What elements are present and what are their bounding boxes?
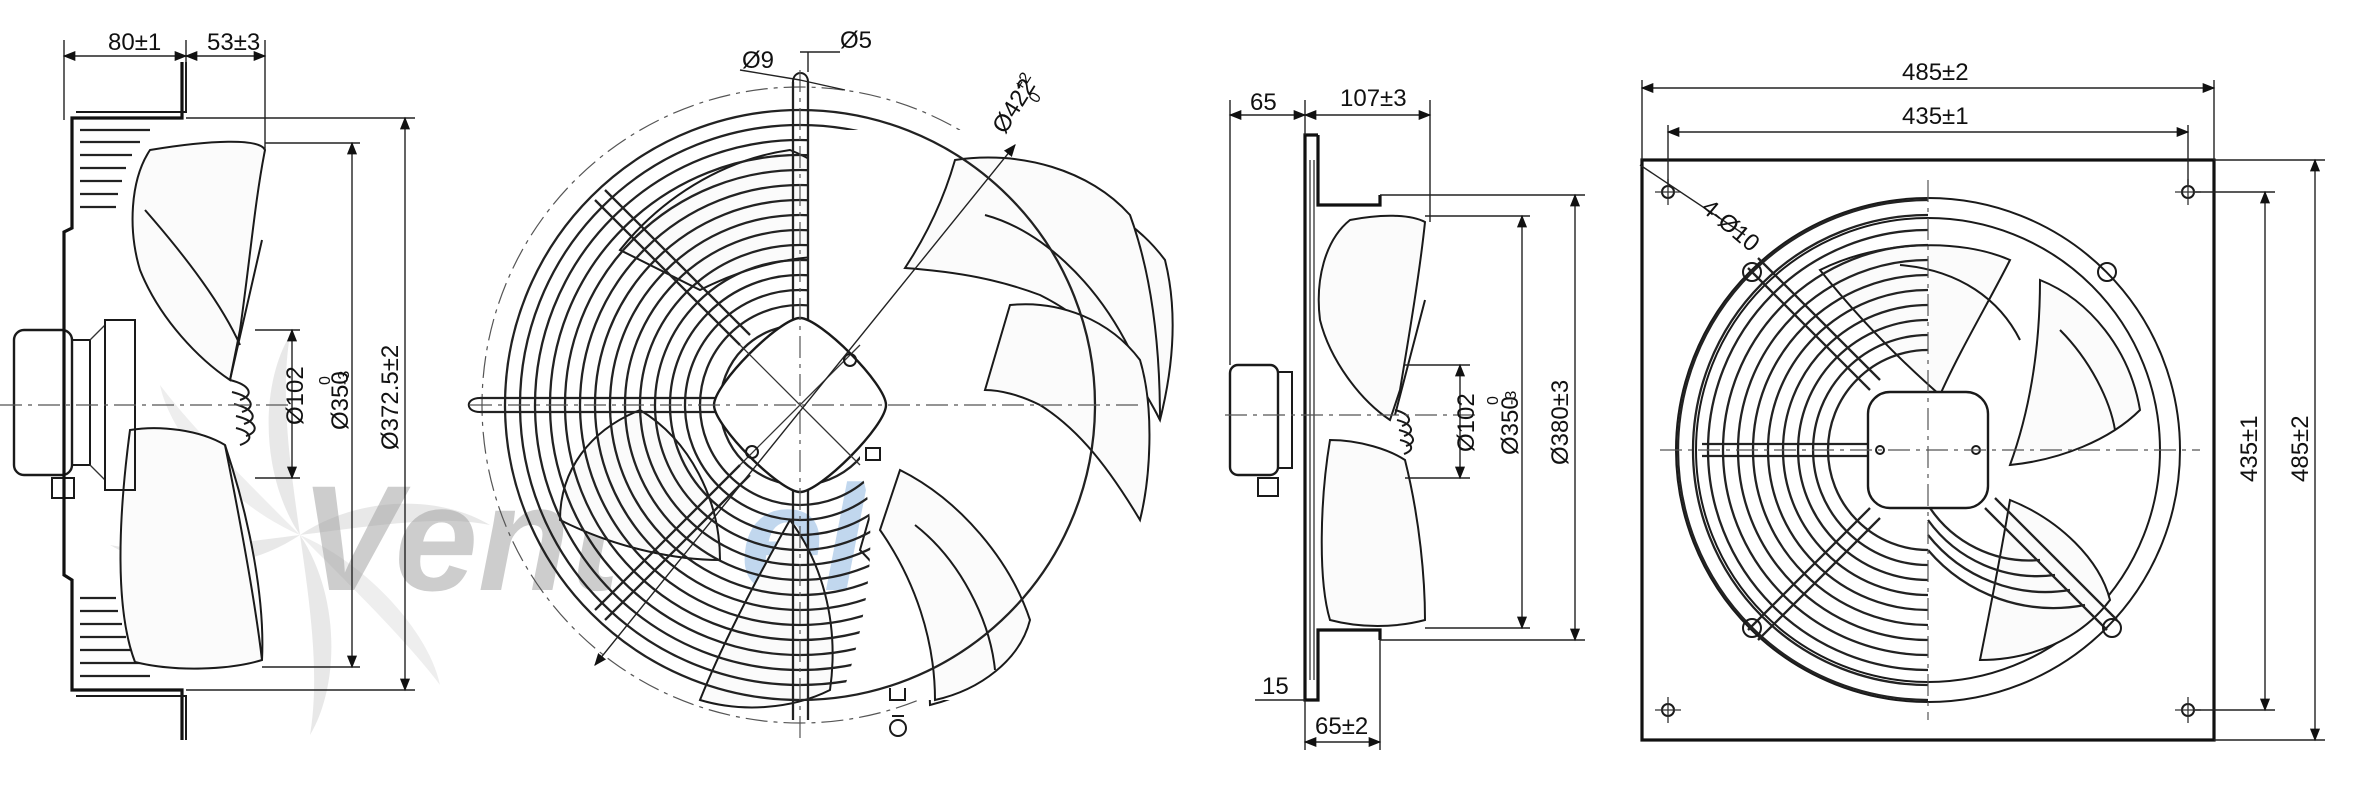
- side-view-2: 65 107±3 Ø102 Ø350 0 -3 Ø380±3 15: [1225, 85, 1585, 750]
- dim-depth-107: 107±3: [1340, 85, 1407, 112]
- dim-plate-380: Ø380±3: [1547, 380, 1574, 465]
- mounting-plate: [1640, 158, 2216, 742]
- dim-guard-372: Ø372.5±2: [377, 345, 404, 450]
- dim-outer-height: 485±2: [2287, 415, 2314, 482]
- svg-text:0: 0: [317, 376, 334, 385]
- dim-bottom-65: 65±2: [1315, 713, 1368, 740]
- dim-outer-width: 485±2: [1902, 59, 1969, 86]
- dim-ring-5: Ø5: [840, 27, 872, 54]
- dim-hub-102: Ø102: [282, 366, 309, 425]
- guard-side-frame: [62, 62, 184, 740]
- guard-ring-lines: [80, 128, 150, 678]
- front-view-guard: Ø9 Ø5 Ø422 +2 0: [467, 27, 1174, 740]
- blade-root-coils-2: [1394, 409, 1414, 455]
- dim-hub-102-b: Ø102: [1453, 393, 1480, 452]
- side-view-1: 80±1 53±3 Ø102 Ø350 0 -3 Ø372.5±2: [0, 29, 415, 740]
- dim-blade-350-b: Ø350: [1497, 396, 1524, 455]
- plate-front-view: 485±2 435±1 4-Ø10 435±1 485±2: [1639, 59, 2325, 742]
- blade-root-coils: [229, 379, 256, 446]
- dim-plate-15: 15: [1262, 673, 1289, 700]
- svg-text:-3: -3: [336, 371, 353, 385]
- svg-text:-3: -3: [1503, 391, 1520, 405]
- side-view-1-dimensions: 80±1 53±3 Ø102 Ø350 0 -3 Ø372.5±2: [62, 29, 415, 692]
- dim-blade-53: 53±3: [207, 29, 260, 56]
- side-view-2-dimensions: 65 107±3 Ø102 Ø350 0 -3 Ø380±3 15: [1228, 85, 1585, 750]
- svg-text:0: 0: [1485, 396, 1502, 405]
- blade-upper: [131, 140, 267, 382]
- blade-lower-2: [1320, 438, 1427, 627]
- dim-depth-80: 80±1: [108, 29, 161, 56]
- dim-blade-350: Ø350: [327, 371, 354, 430]
- dim-bolt-9: Ø9: [742, 47, 774, 74]
- blade-lower: [119, 427, 264, 670]
- blade-upper-2: [1317, 214, 1427, 422]
- motor-body-2: [1228, 363, 1280, 477]
- dim-inner-width: 435±1: [1902, 103, 1969, 130]
- dim-flange-65: 65: [1250, 89, 1277, 116]
- dim-holes: 4-Ø10: [1696, 194, 1764, 258]
- plate-dimensions: 485±2 435±1 4-Ø10 435±1 485±2: [1639, 59, 2325, 742]
- plate-cone-lines: [1309, 160, 1315, 680]
- motor-flange: [71, 339, 91, 466]
- mounting-holes: [1655, 179, 2201, 723]
- dim-inner-height: 435±1: [2236, 415, 2263, 482]
